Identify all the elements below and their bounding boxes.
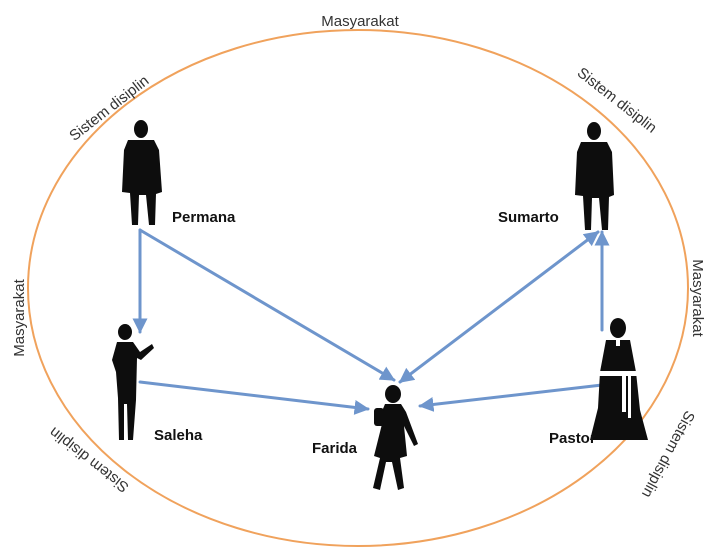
label-sistem-disiplin-bottom-right: Sistem disiplin — [638, 408, 698, 501]
label-sistem-disiplin-top-right: Sistem disiplin — [574, 64, 660, 136]
arrow-pastor-to-farida — [418, 383, 604, 412]
label-masyarakat-left: Masyarakat — [11, 278, 28, 356]
name-sumarto: Sumarto — [498, 209, 559, 226]
saleha-silhouette — [112, 324, 154, 440]
name-permana: Permana — [172, 209, 236, 226]
community-ellipse — [27, 29, 689, 547]
arrow-saleha-to-farida — [138, 380, 370, 415]
sumarto-silhouette — [575, 122, 614, 230]
name-farida: Farida — [312, 440, 358, 457]
arrow-permana-to-farida — [138, 228, 396, 382]
farida-silhouette — [373, 385, 418, 490]
name-saleha: Saleha — [154, 427, 203, 444]
permana-silhouette — [122, 120, 162, 225]
name-pastor: Pastor — [549, 430, 596, 447]
arrow-farida-sumarto — [398, 230, 600, 384]
label-masyarakat-top: Masyarakat — [321, 13, 399, 30]
pastor-silhouette — [590, 318, 648, 440]
label-masyarakat-right: Masyarakat — [689, 259, 706, 337]
